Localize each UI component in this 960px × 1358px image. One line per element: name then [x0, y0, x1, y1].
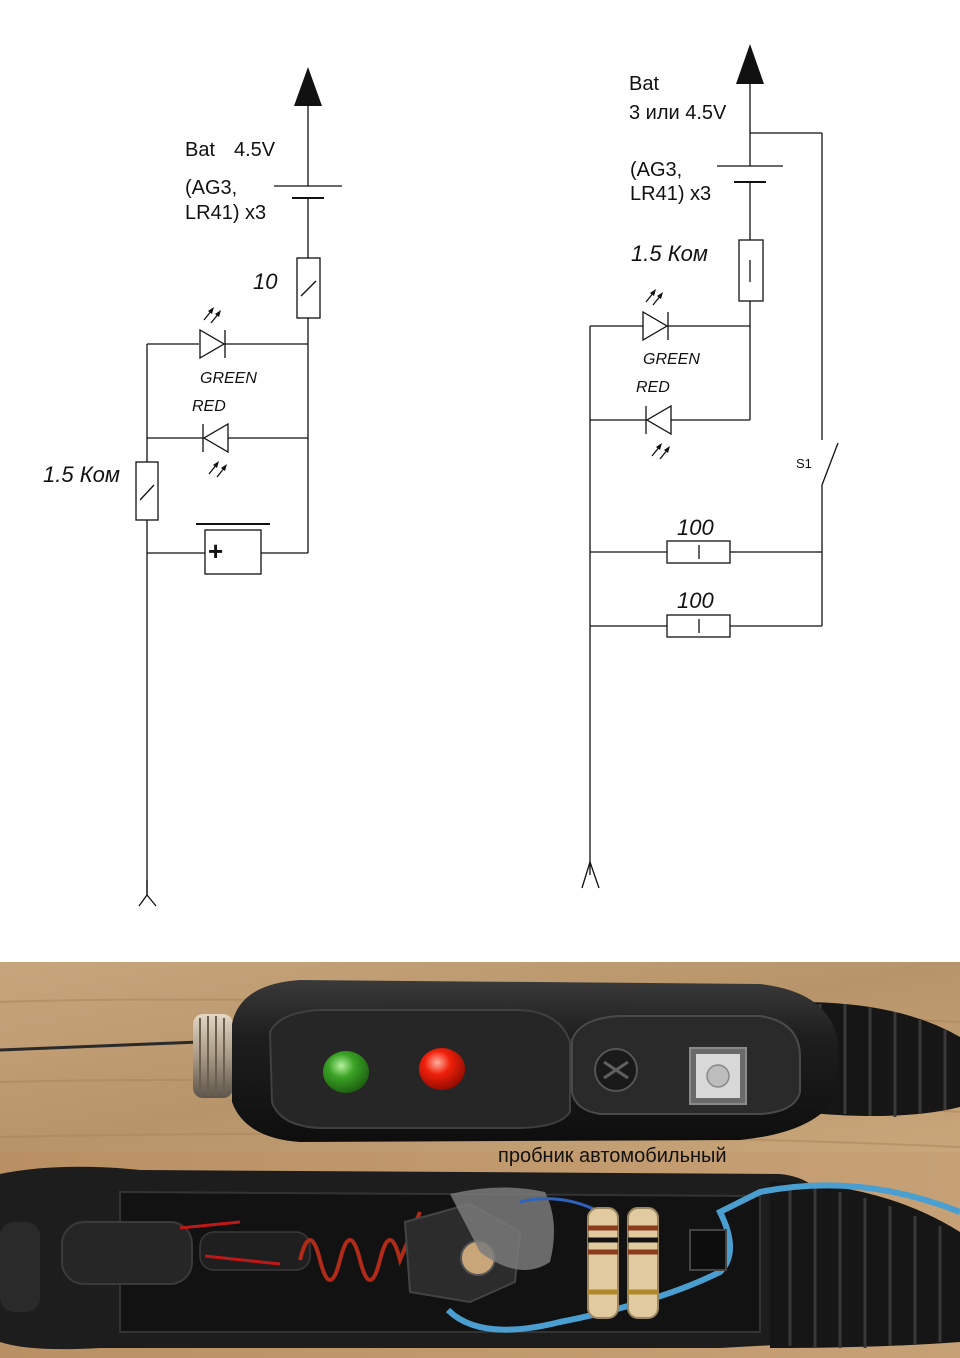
blue-wire — [445, 1182, 960, 1333]
right-switch-s1 — [821, 442, 839, 486]
right-resistor-100-a — [666, 540, 731, 564]
left-probe-tip — [138, 880, 157, 907]
left-circuit — [135, 67, 342, 907]
coiled-resistor-lead — [298, 1211, 422, 1282]
photo-opened-probe — [0, 1152, 960, 1358]
left-resistor-10 — [296, 257, 321, 319]
right-resistor-1k5 — [738, 239, 764, 302]
left-green-led — [199, 307, 226, 360]
left-resistor-top-label: 10 — [253, 269, 278, 294]
left-red-led — [202, 422, 229, 478]
tip-holder — [0, 1222, 40, 1312]
right-supply-arrow — [736, 44, 764, 84]
left-battery — [274, 185, 342, 199]
left-resistor-side-label: 1.5 Ком — [43, 462, 120, 487]
right-circuit — [581, 44, 839, 889]
push-button-s1 — [689, 1047, 747, 1105]
red-led-light — [419, 1048, 465, 1090]
left-bat-label: Bat — [185, 139, 215, 161]
photo-caption: пробник автомобильный — [498, 1145, 727, 1167]
right-battery — [717, 165, 783, 183]
green-led-light — [323, 1051, 369, 1093]
left-battery-type-2: LR41) x3 — [185, 202, 266, 224]
right-green-label: GREEN — [643, 351, 700, 368]
right-resistor-100-b — [666, 614, 731, 638]
right-bat-label: Bat — [629, 73, 659, 95]
right-load-resistor-1-label: 100 — [677, 515, 714, 540]
left-red-label: RED — [192, 398, 226, 415]
right-probe-tip — [581, 861, 600, 889]
right-battery-type-1: (AG3, — [630, 159, 682, 181]
left-battery-type-1: (AG3, — [185, 177, 237, 199]
right-load-resistor-2-label: 100 — [677, 588, 714, 613]
right-green-led — [642, 289, 669, 342]
right-red-led — [645, 404, 672, 460]
right-switch-label: S1 — [796, 456, 812, 471]
load-resistors — [587, 1207, 659, 1319]
probe-needle — [0, 1040, 201, 1052]
left-buzzer — [196, 523, 270, 575]
right-resistor-top-label: 1.5 Ком — [631, 241, 708, 266]
right-red-label: RED — [636, 379, 670, 396]
cable-corrugated — [770, 1182, 960, 1348]
right-battery-type-2: LR41) x3 — [630, 183, 711, 205]
right-bat-voltage: 3 или 4.5V — [629, 102, 727, 124]
switch-internal — [689, 1229, 727, 1271]
left-buzzer-symbol: + — [208, 536, 223, 566]
heatshrink-component — [61, 1221, 193, 1285]
photo-assembled-probe — [0, 962, 960, 1152]
left-resistor-1k5 — [135, 461, 159, 521]
schematic-diagram: Bat 4.5V (AG3, LR41) x3 10 GREEN RED 1.5… — [43, 44, 839, 907]
left-bat-voltage: 4.5V — [234, 139, 276, 161]
left-green-label: GREEN — [200, 370, 257, 387]
left-supply-arrow — [294, 67, 322, 106]
